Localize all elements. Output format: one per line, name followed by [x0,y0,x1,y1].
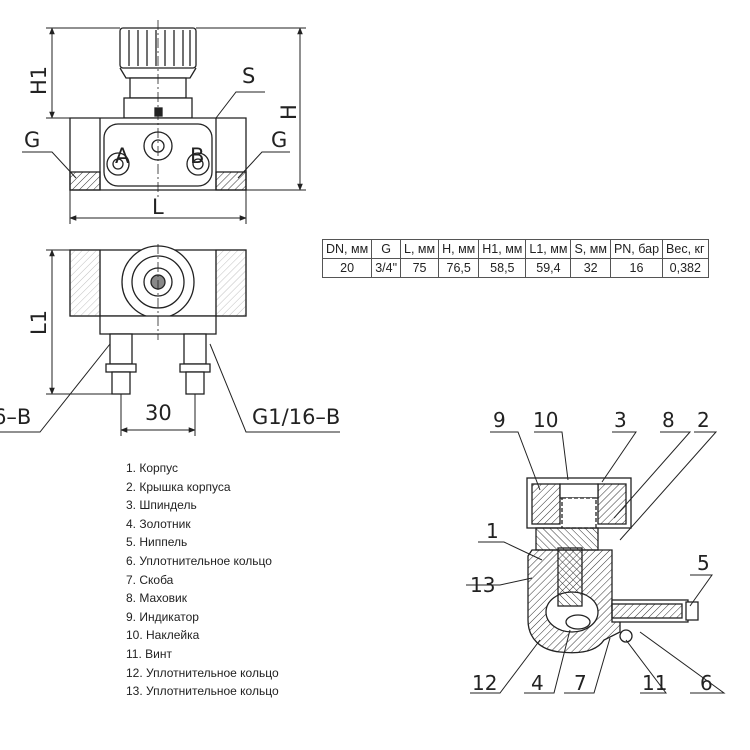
port-b-label: B [190,144,204,168]
top-view-dimensions [0,249,340,436]
spec-header-cell: DN, мм [321,239,373,259]
callout-12: 12 [472,671,497,695]
callout-2: 2 [697,408,710,432]
spec-header-cell: H1, мм [478,239,527,259]
spec-header-cell: G [371,239,402,259]
callout-6: 6 [700,671,713,695]
thread-label-left: G1/16–B [0,405,31,429]
callout-10: 10 [533,408,558,432]
dim-30: 30 [145,401,172,425]
parts-list-item: 11. Винт [126,646,172,661]
dim-g-left: G [24,128,40,152]
spec-value-cell: 32 [570,258,611,278]
parts-list-item: 5. Ниппель [126,535,188,550]
spec-value-cell: 76,5 [438,258,480,278]
dim-s: S [242,64,255,88]
callout-9: 9 [493,408,506,432]
top-view [69,244,247,395]
spec-header-cell: S, мм [570,239,611,259]
callout-7: 7 [574,671,587,695]
spec-value-cell: 75 [400,258,440,278]
callout-8: 8 [662,408,675,432]
callout-1: 1 [486,519,499,543]
parts-list-item: 10. Наклейка [126,628,200,643]
callout-13: 13 [470,573,495,597]
thread-label-right: G1/16–B [252,405,340,429]
callout-3: 3 [614,408,627,432]
spec-value-cell: 16 [609,258,664,278]
spec-header-cell: L1, мм [525,239,572,259]
parts-list-item: 2. Крышка корпуса [126,479,231,494]
parts-list-item: 7. Скоба [126,572,174,587]
dim-h: H [277,104,301,120]
callout-11: 11 [642,671,667,695]
dim-h1: H1 [27,66,51,95]
spec-value-cell: 3/4" [371,258,402,278]
spec-header-cell: PN, бар [609,239,664,259]
parts-list: 1. Корпус 2. Крышка корпуса 3. Шпиндель 4. … [126,459,279,701]
front-view [69,20,247,198]
front-view-dimensions [22,27,306,224]
spec-value-cell: 59,4 [525,258,572,278]
spec-header-cell: L, мм [400,239,440,259]
section-view [526,477,699,654]
callout-4: 4 [531,671,544,695]
parts-list-item: 6. Уплотнительное кольцо [126,553,272,568]
port-a-label: A [115,144,130,168]
parts-list-item: 9. Индикатор [126,609,199,624]
callout-5: 5 [697,551,710,575]
parts-list-item: 1. Корпус [126,461,179,475]
dim-l1: L1 [27,310,51,335]
parts-list-item: 8. Маховик [126,591,188,606]
parts-list-item: 13. Уплотнительное кольцо [126,684,279,699]
parts-list-item: 3. Шпиндель [126,498,197,513]
spec-value-cell: 0,382 [662,258,709,278]
spec-header-cell: Вес, кг [662,239,709,259]
parts-list-item: 12. Уплотнительное кольцо [126,665,279,680]
dim-l: L [152,195,164,219]
spec-header-cell: H, мм [438,239,480,259]
spec-value-cell: 20 [321,258,373,278]
section-leaders [466,431,726,694]
dim-g-right: G [271,128,287,152]
spec-value-cell: 58,5 [478,258,527,278]
parts-list-item: 4. Золотник [126,516,191,531]
